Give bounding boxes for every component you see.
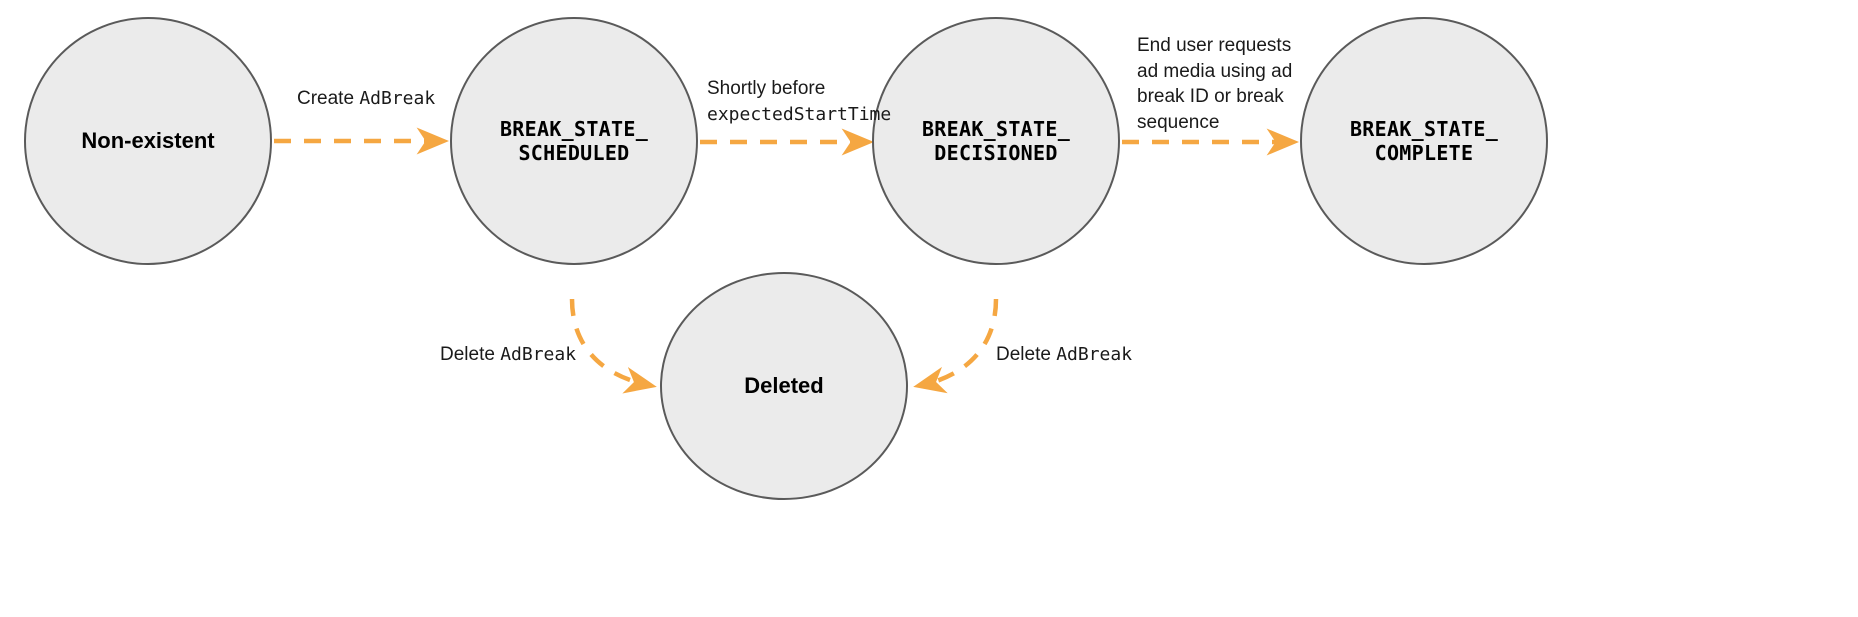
- state-node-break-state-decisioned[interactable]: BREAK_STATE_ DECISIONED: [872, 17, 1120, 265]
- edge-label-delete-adbreak-from-scheduled: Delete AdBreak: [440, 344, 577, 365]
- state-node-break-state-complete[interactable]: BREAK_STATE_ COMPLETE: [1300, 17, 1548, 265]
- state-node-break-state-scheduled[interactable]: BREAK_STATE_ SCHEDULED: [450, 17, 698, 265]
- edge-delete-adbreak-from-decisioned: [913, 298, 999, 394]
- state-node-non-existent[interactable]: Non-existent: [24, 17, 272, 265]
- edge-label-delete-adbreak-from-decisioned: Delete AdBreak: [996, 344, 1133, 365]
- state-node-label: Deleted: [744, 372, 824, 398]
- state-node-label: Non-existent: [81, 127, 215, 153]
- state-node-label: BREAK_STATE_ COMPLETE: [1349, 116, 1499, 165]
- state-node-deleted[interactable]: Deleted: [660, 272, 908, 500]
- state-node-label: BREAK_STATE_ DECISIONED: [921, 116, 1071, 165]
- state-node-label: BREAK_STATE_ SCHEDULED: [499, 116, 649, 165]
- edge-label-create-adbreak: Create AdBreak: [297, 88, 436, 109]
- edge-delete-adbreak-from-scheduled: [569, 298, 657, 394]
